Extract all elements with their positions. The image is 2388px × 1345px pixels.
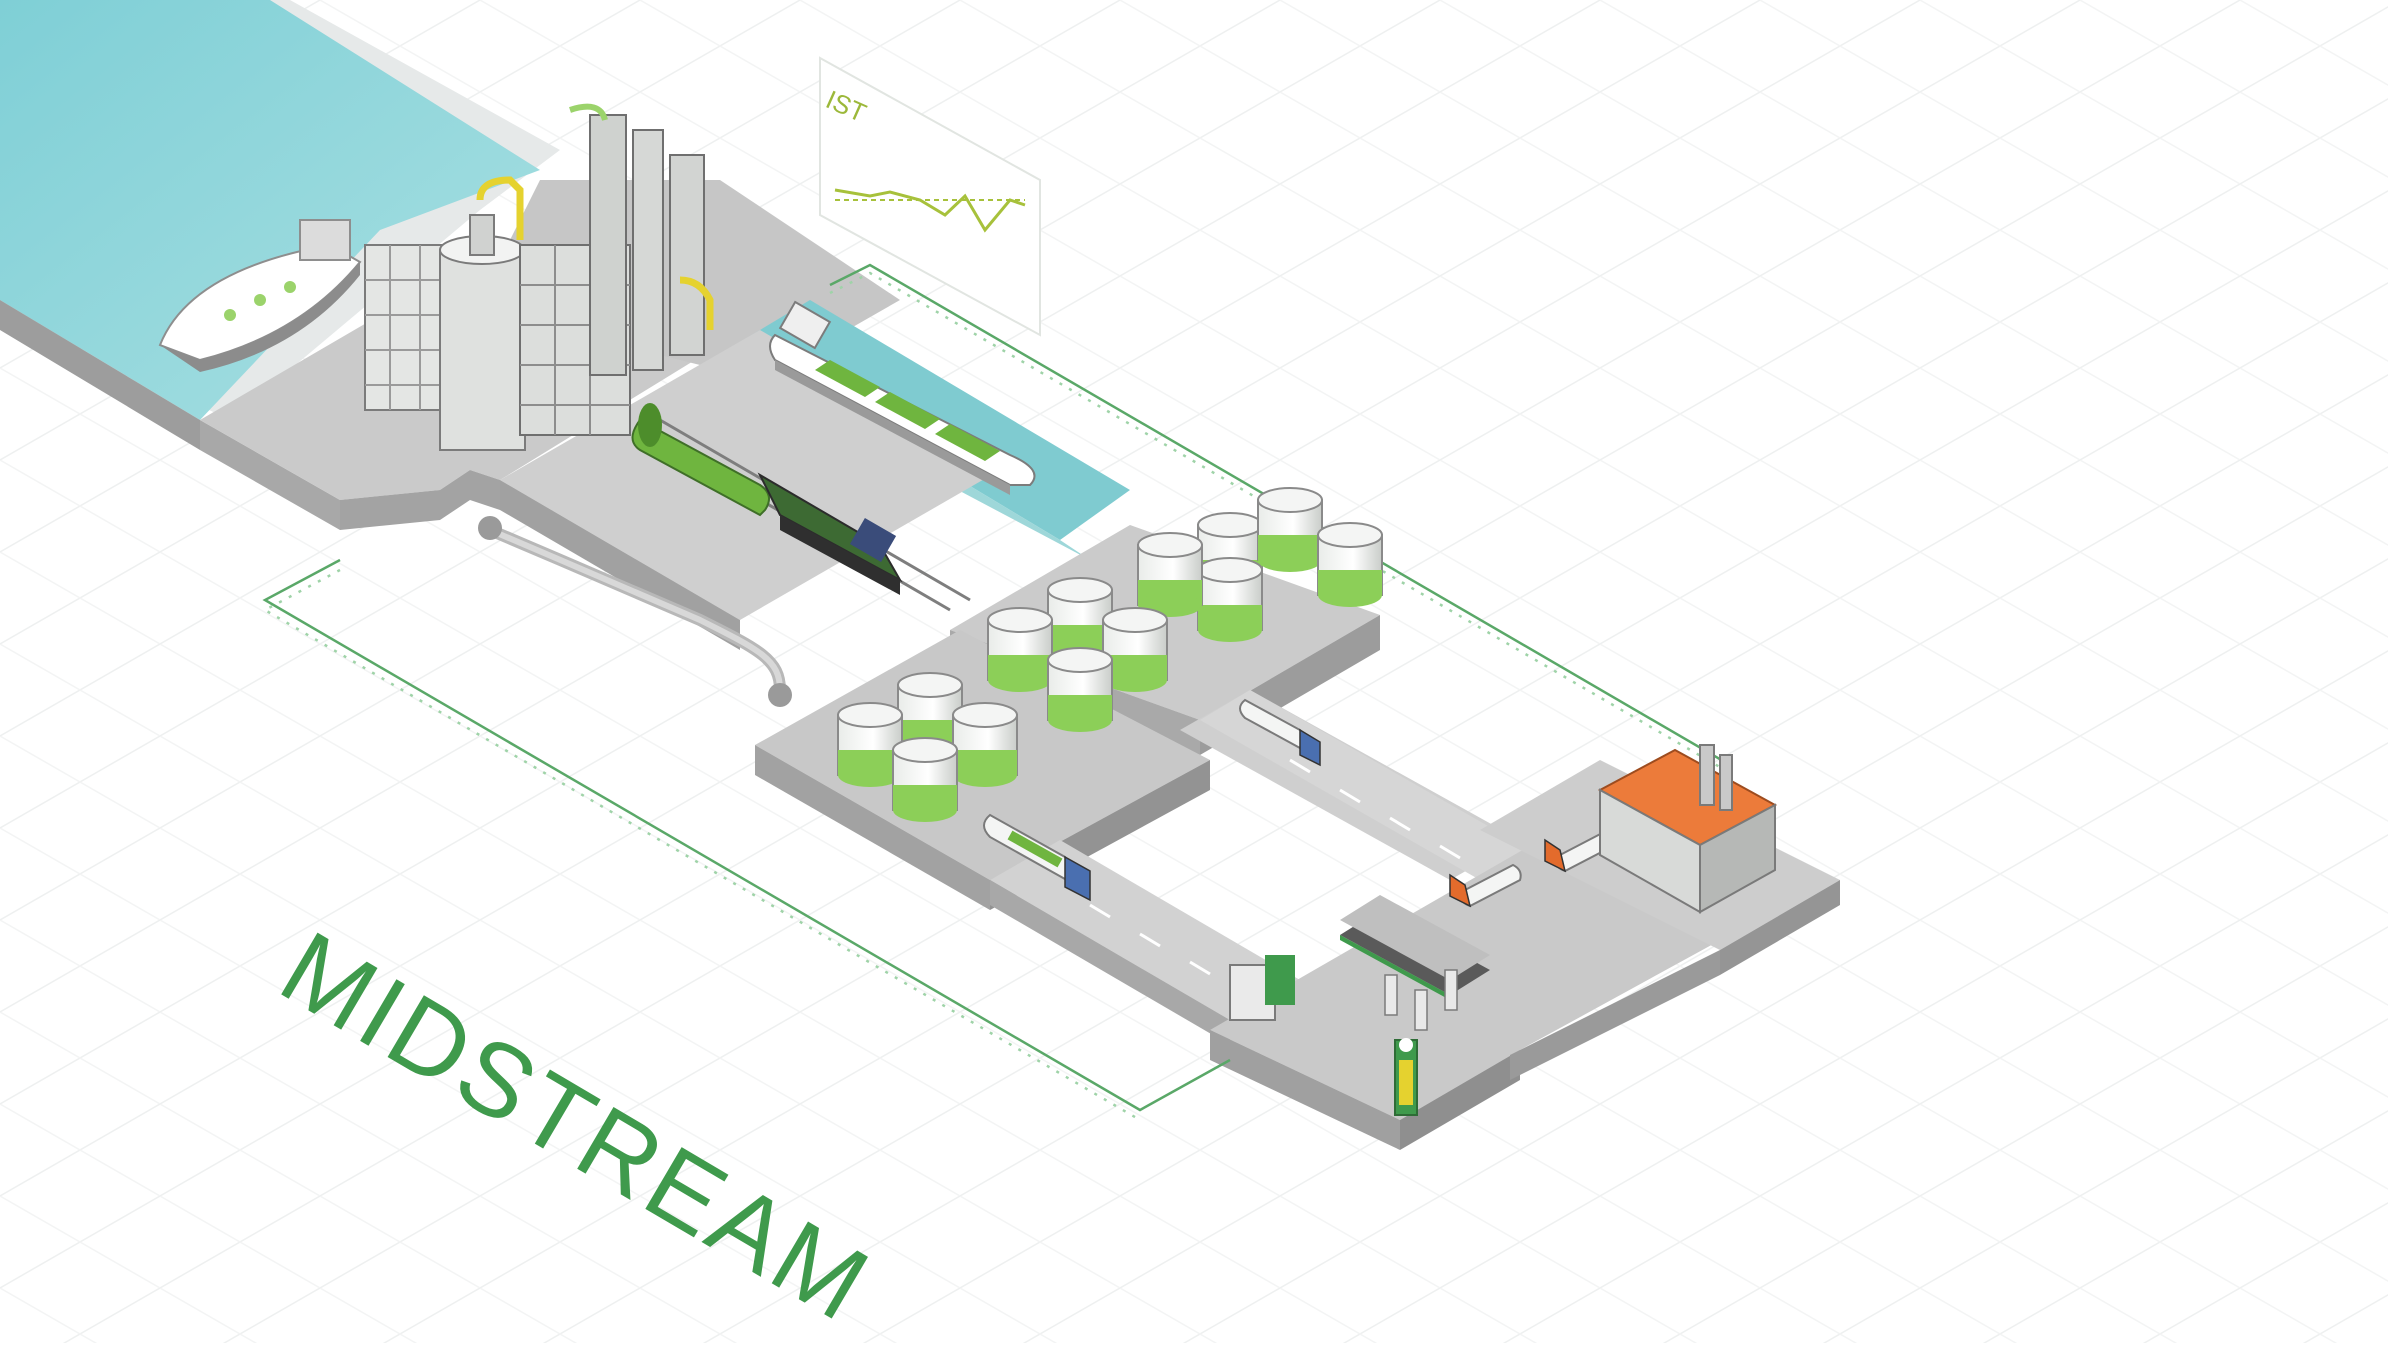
storage-tank-icon: [837, 702, 903, 787]
ist-monitor-panel: [819, 56, 1041, 337]
cargo-ship-icon: [769, 300, 1036, 495]
fuel-station-icon: [1229, 895, 1490, 1031]
storage-tank-icon: [1197, 557, 1263, 642]
lng-tanker-icon: [158, 219, 362, 372]
storage-tank-icon: [1317, 522, 1383, 607]
storage-tank-icon: [1257, 487, 1323, 572]
storage-tank-group-top: [1137, 487, 1383, 642]
locomotive-icon: [757, 472, 903, 595]
fuel-pump-icon: [1394, 1038, 1418, 1116]
tanker-truck-icon: [1239, 698, 1321, 767]
storage-tank-icon: [952, 702, 1018, 787]
tanker-truck-icon: [1449, 863, 1522, 908]
storage-tank-group-middle: [987, 577, 1168, 732]
factory-icon: [1597, 744, 1778, 914]
sea: [0, 0, 560, 420]
refinery-icon: [364, 103, 714, 451]
storage-tank-icon: [1137, 532, 1203, 617]
storage-tank-icon: [987, 607, 1053, 692]
rail-tank-car-icon: [631, 403, 770, 517]
storage-tank-icon: [1102, 607, 1168, 692]
storage-tank-group-lower: [837, 672, 1018, 822]
storage-tank-icon: [892, 737, 958, 822]
tanker-truck-icon: [983, 813, 1091, 902]
pipeline: [478, 516, 792, 707]
midstream-boundary: [262, 263, 1731, 1122]
storage-tank-icon: [1047, 647, 1113, 732]
